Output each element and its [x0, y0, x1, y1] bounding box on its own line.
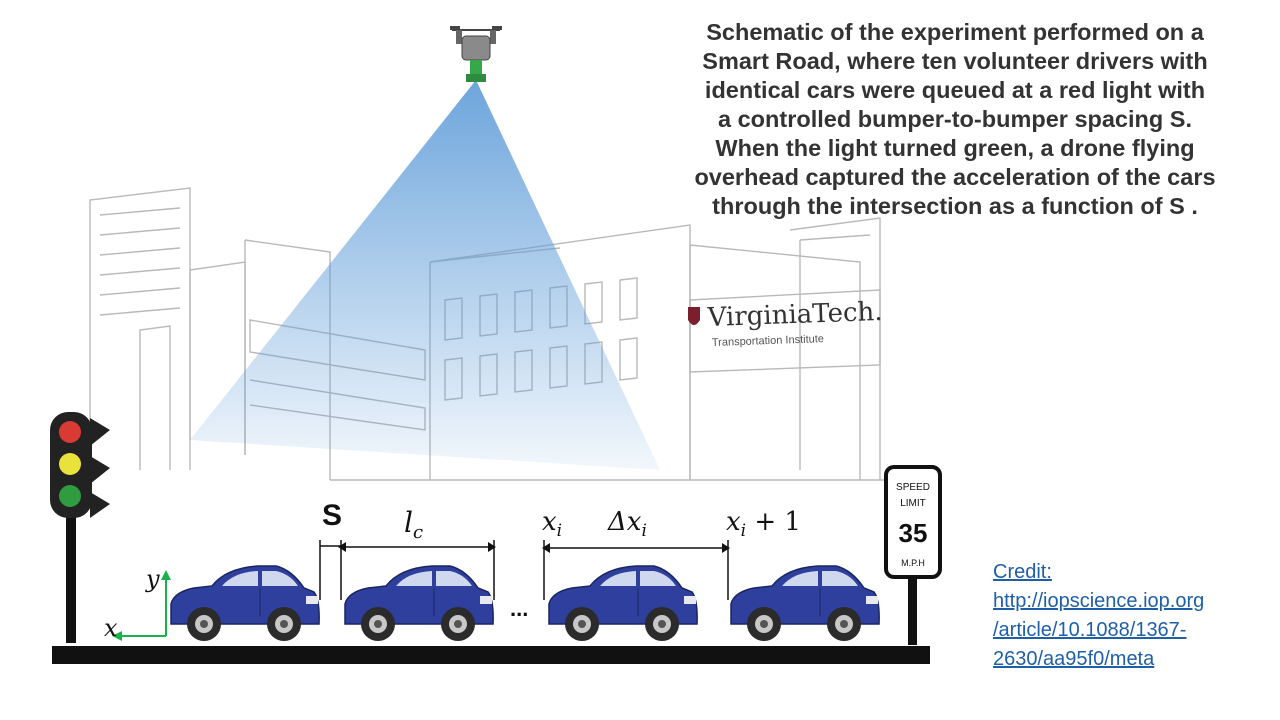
credit-line[interactable]: Credit:: [993, 561, 1052, 583]
next-position-subscript: i: [741, 521, 746, 541]
axis-y-label: y: [145, 565, 160, 593]
credit-line[interactable]: http://iopscience.iop.org: [993, 590, 1205, 612]
axis-x-label: x: [104, 614, 118, 642]
next-position-symbol: x: [726, 507, 741, 537]
traffic-light: [50, 412, 110, 643]
car-1: [170, 565, 320, 642]
position-label: xi: [542, 507, 562, 541]
car-3: [548, 565, 698, 642]
road-ground: [52, 646, 930, 664]
yellow-light-icon: [59, 453, 81, 475]
sign-value: 35: [899, 518, 928, 548]
speed-limit-sign: SPEED LIMIT 35 M.P.H: [884, 465, 942, 645]
caption-line: When the light turned green, a drone fly…: [715, 135, 1195, 161]
credit-line[interactable]: 2630/aa95f0/meta: [993, 648, 1155, 670]
position-symbol: x: [542, 507, 557, 537]
caption-line: Smart Road, where ten volunteer drivers …: [702, 48, 1208, 74]
sign-line1: SPEED: [896, 482, 930, 493]
ellipsis: ...: [510, 596, 528, 621]
car-4: [730, 565, 880, 642]
virginia-tech-logo: VirginiaTech. Transportation Institute: [688, 297, 883, 349]
gap-symbol: Δx: [607, 507, 642, 537]
drone-camera-beam: [190, 80, 660, 470]
credit-link[interactable]: Credit: http://iopscience.iop.org /artic…: [993, 558, 1253, 674]
coordinate-axes: y x: [104, 565, 171, 642]
car-2: [344, 565, 494, 642]
caption-line: a controlled bumper-to-bumper spacing S.: [718, 106, 1192, 132]
sign-unit: M.P.H: [901, 558, 925, 568]
red-light-icon: [59, 421, 81, 443]
gap-label: Δxi: [607, 507, 647, 541]
car-length-label: lc: [404, 506, 423, 543]
green-light-icon: [59, 485, 81, 507]
position-subscript: i: [557, 521, 562, 541]
spacing-label-s: S: [322, 499, 342, 532]
drone-icon: [450, 26, 502, 82]
next-position-label: xi + 1: [726, 507, 801, 541]
car-length-subscript: c: [413, 522, 423, 543]
caption-line: overhead captured the acceleration of th…: [694, 164, 1216, 190]
caption-line: identical cars were queued at a red ligh…: [704, 77, 1206, 103]
credit-line[interactable]: /article/10.1088/1367-: [993, 619, 1187, 641]
caption-line: Schematic of the experiment performed on…: [706, 19, 1204, 45]
caption-text: Schematic of the experiment performed on…: [630, 18, 1280, 221]
logo-subtitle: Transportation Institute: [712, 333, 824, 349]
dimension-markers: [319, 540, 730, 600]
next-position-suffix: + 1: [746, 507, 801, 537]
caption-line: through the intersection as a function o…: [712, 193, 1198, 219]
sign-line2: LIMIT: [900, 498, 926, 509]
car-length-symbol: l: [404, 506, 413, 539]
logo-name: VirginiaTech.: [706, 297, 883, 333]
gap-subscript: i: [641, 521, 646, 541]
